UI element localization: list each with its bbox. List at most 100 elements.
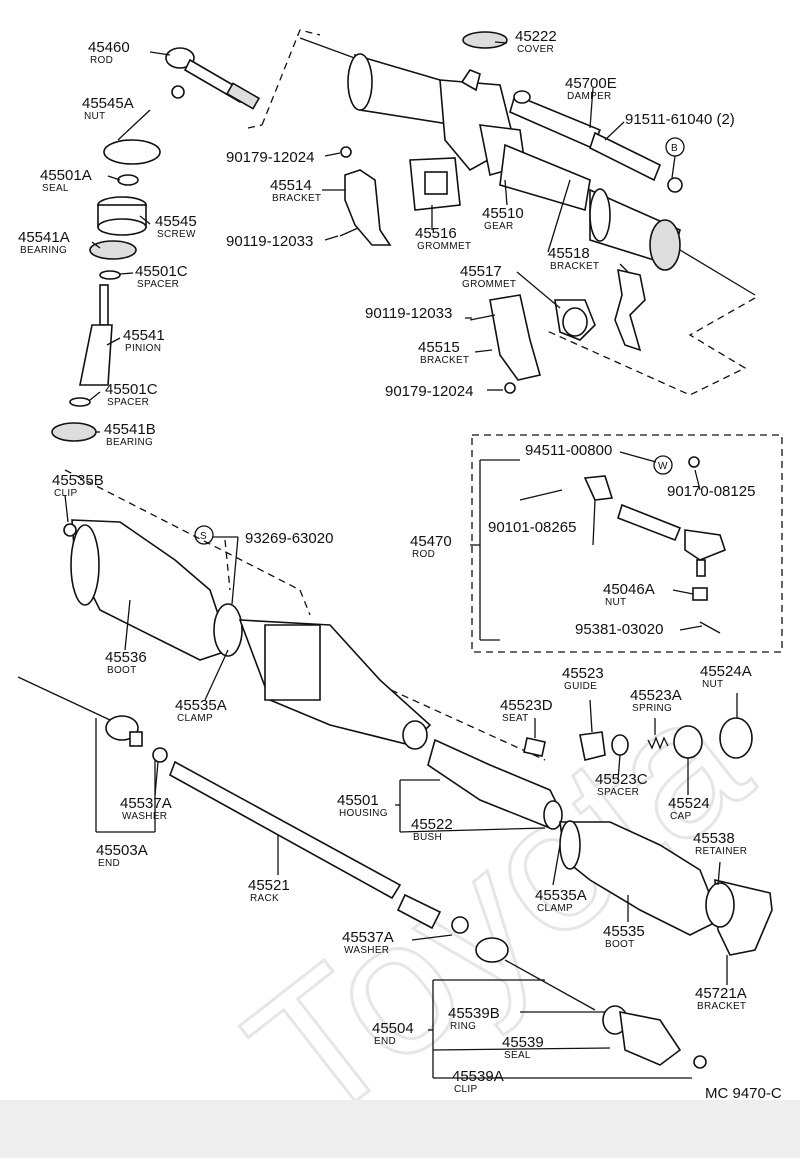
- callout-name-45545a: NUT: [84, 111, 105, 122]
- guide-45523: [579, 731, 606, 761]
- rod-45470: [617, 503, 682, 542]
- callout-name-45700e: DAMPER: [567, 91, 612, 102]
- tie-rod-group-box: [471, 434, 783, 653]
- callout-name-45538: RETAINER: [695, 846, 747, 857]
- callout-number-90119a: 90119-12033: [226, 233, 313, 250]
- bracket-45515: [489, 294, 542, 381]
- parts-diagram: Toyota: [17, 28, 785, 1100]
- callout-number-45510: 45510: [482, 205, 524, 222]
- callout-number-93269: 93269-63020: [245, 530, 333, 547]
- callout-number-45523a: 45523A: [630, 687, 682, 704]
- spacer-45501C-2: [69, 397, 91, 407]
- callout-number-45535a: 45535A: [175, 697, 227, 714]
- assembly-outline-rod: [247, 124, 263, 129]
- callout-name-45523d: SEAT: [502, 713, 529, 724]
- callout-number-45535ab: 45535A: [535, 887, 587, 904]
- screw-45545: [97, 196, 147, 236]
- symbol-w-circle: [653, 455, 673, 475]
- diagram-code: MC 9470-C: [705, 1085, 782, 1100]
- boot-45535: [559, 820, 722, 936]
- callout-number-90170: 90170-08125: [667, 483, 755, 500]
- callout-name-45504: END: [374, 1036, 396, 1047]
- bracket-45518: [614, 268, 646, 352]
- bolt-90101-08265: [519, 489, 563, 501]
- assembly-outline-right: [544, 297, 756, 396]
- clip-45535B: [63, 523, 77, 537]
- callout-name-45510: GEAR: [484, 221, 514, 232]
- callout-number-45539b: 45539B: [448, 1005, 500, 1022]
- callout-name-45537a: WASHER: [122, 811, 167, 822]
- callout-number-90179a: 90179-12024: [226, 149, 314, 166]
- callout-number-45501c: 45501C: [135, 263, 188, 280]
- tie-rod-end-45503A: [17, 676, 143, 747]
- callout-number-45541: 45541: [123, 327, 165, 344]
- callout-number-45721a: 45721A: [695, 985, 747, 1002]
- callout-number-45545a: 45545A: [82, 95, 134, 112]
- clip-45539A: [693, 1055, 707, 1069]
- callout-name-45535b: CLIP: [54, 488, 77, 499]
- nut-45046A: [692, 587, 708, 601]
- callout-name-45523c: SPACER: [597, 787, 639, 798]
- callout-name-45523a: SPRING: [632, 703, 672, 714]
- callout-name-45541b: BEARING: [106, 437, 153, 448]
- callout-number-45523d: 45523D: [500, 697, 553, 714]
- symbol-w: W: [658, 461, 668, 472]
- assembly-outline-boot: [64, 469, 311, 616]
- assembly-outline-clamp: [224, 539, 231, 591]
- cover-45222: [462, 31, 508, 49]
- callout-name-45517: GROMMET: [462, 279, 516, 290]
- callout-number-45541a: 45541A: [18, 229, 70, 246]
- callout-name-45535ab: CLAMP: [537, 903, 573, 914]
- callout-name-45222: COVER: [517, 44, 554, 55]
- callout-name-45515: BRACKET: [420, 355, 469, 366]
- bracket-45514: [344, 169, 392, 246]
- callout-number-45535b: 45535B: [52, 472, 104, 489]
- callout-name-45539: SEAL: [504, 1050, 531, 1061]
- washer-45537A: [152, 747, 168, 763]
- callout-number-45524: 45524: [668, 795, 710, 812]
- spacer-45523C: [611, 734, 629, 756]
- rack-45521: [169, 760, 402, 900]
- callout-number-90179b: 90179-12024: [385, 383, 473, 400]
- nut-90170-08125: [688, 456, 700, 468]
- bearing-45541A: [89, 240, 137, 260]
- callout-name-45523: GUIDE: [564, 681, 597, 692]
- callout-number-45541b: 45541B: [104, 421, 156, 438]
- callout-number-45523c: 45523C: [595, 771, 648, 788]
- callout-name-45501: HOUSING: [339, 808, 388, 819]
- callout-number-45536: 45536: [105, 649, 147, 666]
- callout-number-45523: 45523: [562, 665, 604, 682]
- parts-diagram-canvas: Toyota: [0, 0, 800, 1100]
- callout-name-45521: RACK: [250, 893, 279, 904]
- callout-name-45539b: RING: [450, 1021, 476, 1032]
- nut-45545A: [103, 139, 161, 165]
- boot-45536: [70, 519, 243, 661]
- callout-name-45536: BOOT: [107, 665, 137, 676]
- callout-number-94511: 94511-00800: [525, 442, 612, 459]
- symbol-s-circle: [194, 525, 214, 545]
- callout-name-45460: ROD: [90, 55, 113, 66]
- symbol-b: B: [671, 143, 678, 154]
- callout-number-45537ab: 45537A: [342, 929, 394, 946]
- callout-name-45524a: NUT: [702, 679, 723, 690]
- damper-45700E: [509, 90, 683, 193]
- seal-45501A: [117, 174, 139, 186]
- gear-housing-lower: [238, 619, 432, 750]
- rod-45460: [165, 47, 261, 110]
- callout-name-45545: SCREW: [157, 229, 196, 240]
- callout-name-45501cb: SPACER: [107, 397, 149, 408]
- callout-number-90119b: 90119-12033: [365, 305, 452, 322]
- callout-number-45522: 45522: [411, 816, 453, 833]
- callout-number-45470: 45470: [410, 533, 452, 550]
- callout-number-45501a: 45501A: [40, 167, 92, 184]
- bolt-90119-a: [339, 227, 359, 237]
- callout-number-45514: 45514: [270, 177, 312, 194]
- callout-number-45535: 45535: [603, 923, 645, 940]
- clamp-94511: [583, 475, 614, 501]
- callout-name-45501c: SPACER: [137, 279, 179, 290]
- callout-number-45700e: 45700E: [565, 75, 617, 92]
- callout-number-91511: 91511-61040 (2): [625, 111, 735, 128]
- pinion-45541: [79, 284, 113, 386]
- callout-number-45538: 45538: [693, 830, 735, 847]
- tie-rod-end-45504: [475, 937, 682, 1066]
